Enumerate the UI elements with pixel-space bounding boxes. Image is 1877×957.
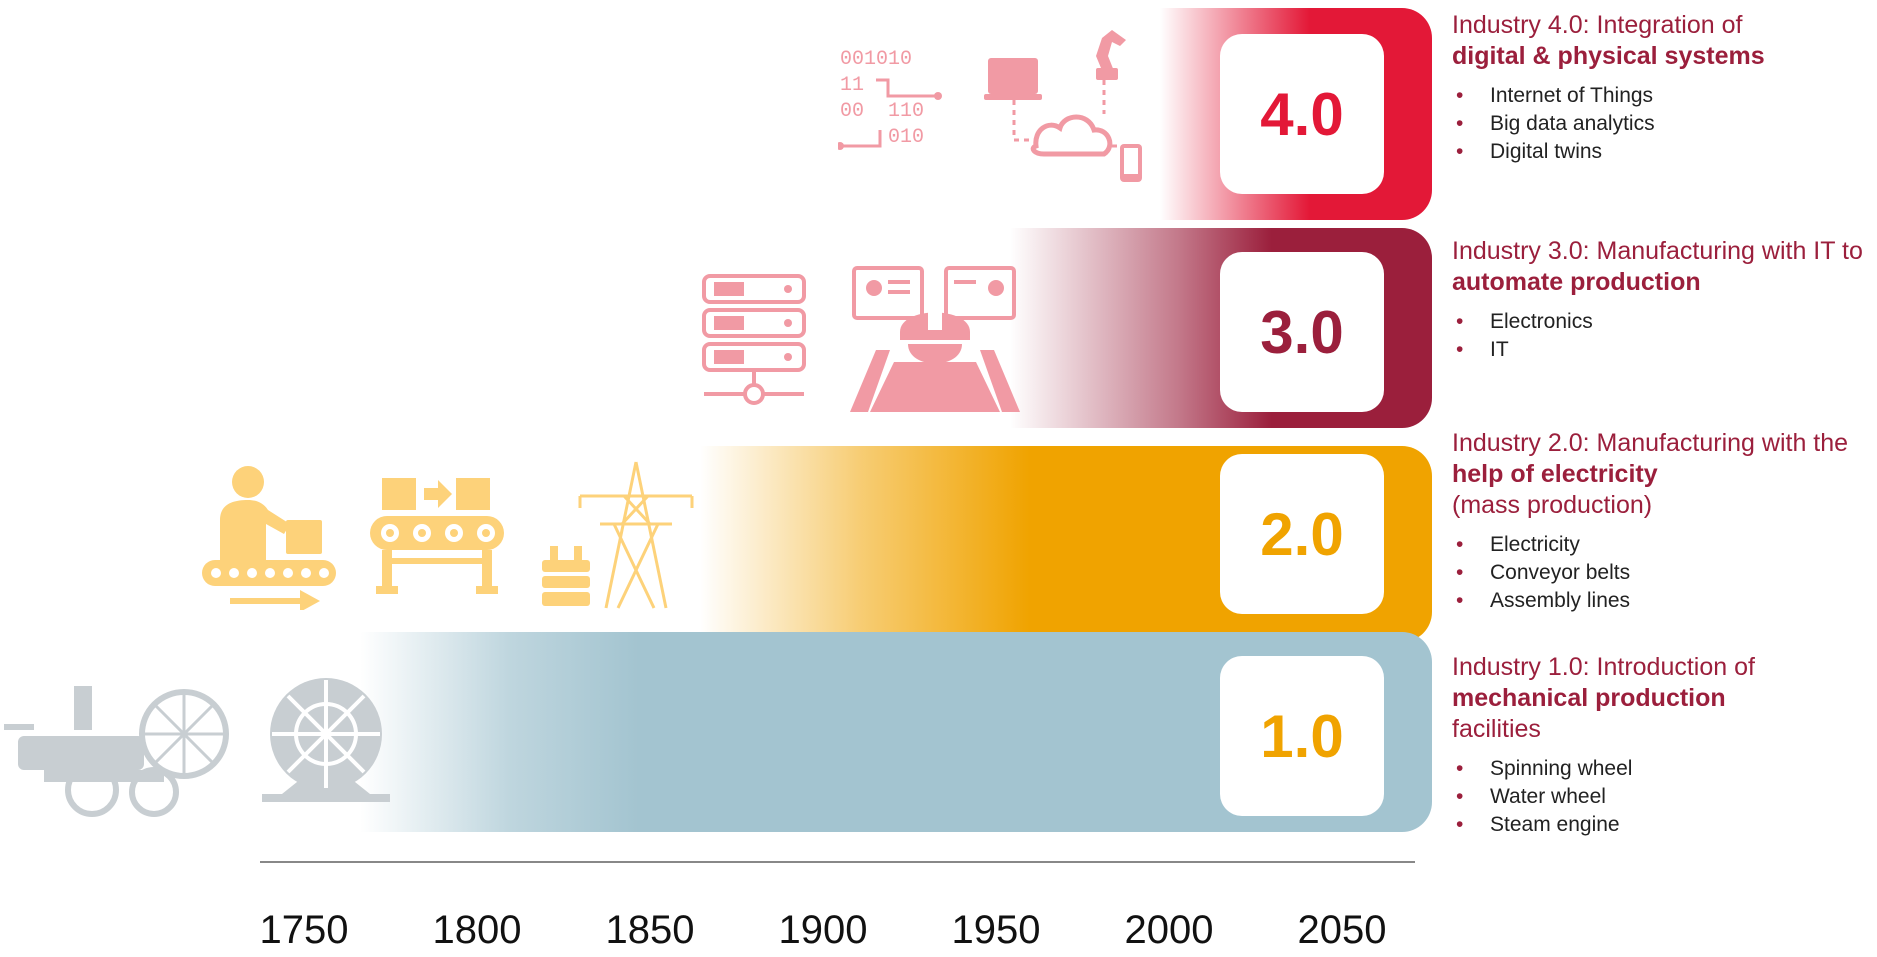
industry-1-number: 1.0 — [1220, 656, 1384, 816]
industry-1-heading: Industry 1.0: Introduction of — [1452, 653, 1755, 681]
timeline-axis — [260, 861, 1415, 863]
year-label: 2050 — [1297, 908, 1387, 952]
engineer-monitor-icon — [850, 262, 1020, 412]
svg-text:00: 00 — [840, 100, 864, 123]
server-rack-icon — [700, 272, 810, 412]
conveyor-belt-icon — [368, 474, 508, 596]
industry-1-heading-tail: facilities — [1452, 715, 1541, 743]
industry-4-heading-bold: digital & physical systems — [1452, 42, 1765, 70]
list-item: •Conveyor belts — [1456, 561, 1631, 584]
industry-3-number: 3.0 — [1220, 252, 1384, 412]
svg-text:010: 010 — [888, 126, 924, 149]
list-item: •Digital twins — [1456, 140, 1603, 163]
industry-2-description: Industry 2.0: Manufacturing with the hel… — [1452, 428, 1872, 615]
svg-text:110: 110 — [888, 100, 924, 123]
svg-text:11: 11 — [840, 74, 864, 97]
industry-4-number: 4.0 — [1220, 34, 1384, 194]
list-item: •Big data analytics — [1456, 112, 1655, 135]
cloud-computing-icon — [984, 28, 1154, 188]
year-label: 1750 — [259, 908, 349, 952]
svg-text:001010: 001010 — [840, 48, 912, 71]
year-label: 1800 — [432, 908, 522, 952]
power-tower-icon — [540, 460, 700, 610]
list-item: •Spinning wheel — [1456, 757, 1633, 780]
list-item: •Assembly lines — [1456, 589, 1631, 612]
list-item: •Steam engine — [1456, 813, 1620, 836]
list-item: •Electricity — [1456, 533, 1580, 556]
worker-conveyor-icon — [200, 464, 340, 610]
list-item: •Internet of Things — [1456, 84, 1654, 107]
industry-2-heading-bold: help of electricity — [1452, 460, 1658, 488]
list-item: •IT — [1456, 338, 1509, 361]
list-item: •Water wheel — [1456, 785, 1606, 808]
industry-2-number: 2.0 — [1220, 454, 1384, 614]
steam-locomotive-icon — [4, 680, 234, 820]
industry-1-description: Industry 1.0: Introduction of mechanical… — [1452, 652, 1872, 839]
binary-code-icon: 001010 11 00 110 010 — [838, 46, 948, 158]
year-label: 1850 — [605, 908, 695, 952]
industry-3-description: Industry 3.0: Manufacturing with IT to a… — [1452, 236, 1872, 364]
industry-3-heading-bold: automate production — [1452, 268, 1701, 296]
industry-4-heading: Industry 4.0: Integration of — [1452, 11, 1743, 39]
year-label: 1900 — [778, 908, 868, 952]
year-label: 2000 — [1124, 908, 1214, 952]
year-label: 1950 — [951, 908, 1041, 952]
industry-1-heading-bold: mechanical production — [1452, 684, 1726, 712]
list-item: •Electronics — [1456, 310, 1593, 333]
water-wheel-icon — [262, 676, 392, 806]
industry-2-heading-tail: (mass production) — [1452, 491, 1653, 519]
industry-4-description: Industry 4.0: Integration of digital & p… — [1452, 10, 1872, 166]
industry-3-heading: Industry 3.0: Manufacturing with IT to — [1452, 237, 1863, 265]
industry-2-heading: Industry 2.0: Manufacturing with the — [1452, 429, 1849, 457]
